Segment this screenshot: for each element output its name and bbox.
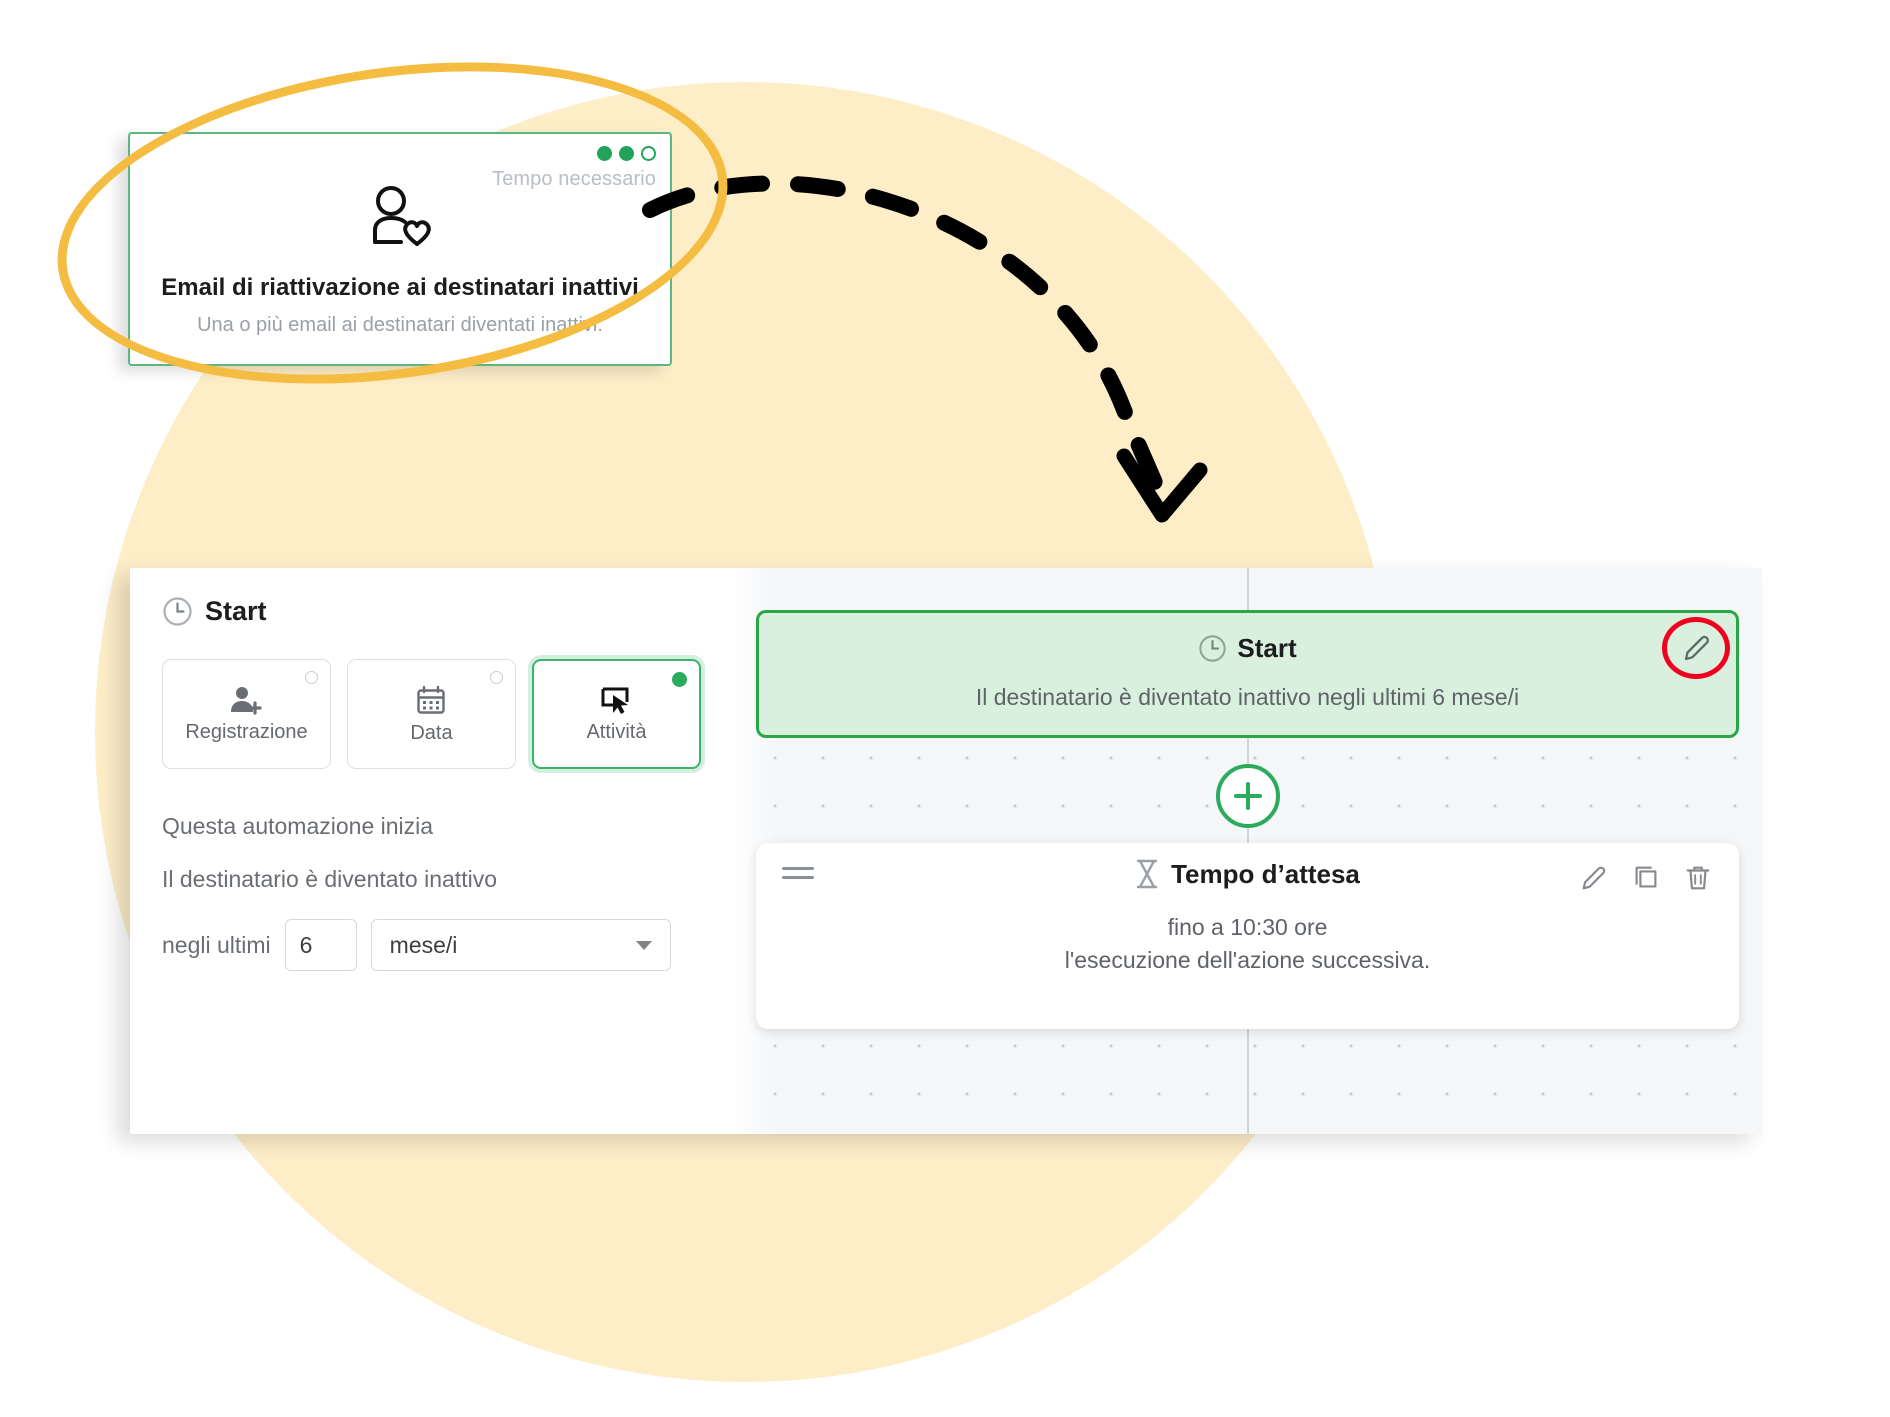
period-unit-value: mese/i [389,931,458,958]
wait-node-line1: fino a 10:30 ore [1167,914,1328,940]
progress-dot-2 [619,146,634,161]
automation-builder-window: Start Registrazione [130,568,1762,1134]
plus-icon-vertical [1245,782,1250,810]
calendar-icon [415,684,447,716]
panel-header: Start [162,596,701,627]
wait-node-header: Tempo d’attesa [756,843,1739,905]
automation-intro-line: Questa automazione inizia [162,813,434,839]
trigger-label-attivita: Attività [586,720,647,743]
template-subtitle: Una o più email ai destinatari diventati… [197,314,603,336]
add-step-button[interactable] [1215,764,1280,828]
clock-icon [162,596,193,627]
automation-template-card[interactable]: Tempo necessario Email di riattivazione … [128,132,672,366]
hourglass-icon [1135,859,1159,889]
trigger-option-data[interactable]: Data [346,659,516,769]
trigger-type-group: Registrazione [162,659,701,769]
template-progress-dots [597,146,656,161]
dashed-curved-arrow [642,175,1208,523]
start-node-description: Il destinatario è diventato inattivo neg… [975,684,1520,710]
pencil-icon[interactable] [1579,863,1609,893]
trigger-option-attivita[interactable]: Attività [531,659,701,769]
period-unit-select[interactable]: mese/i [370,919,671,971]
start-node-header: Start [759,633,1736,664]
start-config-panel: Start Registrazione [130,568,733,1134]
trigger-label-registrazione: Registrazione [185,720,308,743]
canvas-node-wait[interactable]: Tempo d’attesa [756,843,1739,1029]
user-heart-icon [130,186,670,248]
wait-node-actions [1579,863,1713,893]
start-node-title: Start [1237,633,1297,663]
automation-condition-line: Il destinatario è diventato inattivo [162,866,497,892]
template-time-label: Tempo necessario [492,168,656,190]
chevron-down-icon [635,940,652,950]
trigger-radio-registrazione[interactable] [304,671,318,684]
trigger-radio-attivita[interactable] [672,672,687,687]
trash-icon[interactable] [1683,863,1713,893]
drag-handle-icon[interactable] [782,867,814,879]
wait-node-line2: l'esecuzione dell'azione successiva. [1064,947,1431,974]
panel-title: Start [205,596,267,626]
duplicate-icon[interactable] [1631,863,1661,893]
canvas-node-start[interactable]: Start Il destinatario è diventato inatti… [756,610,1739,738]
user-add-icon [229,685,263,715]
wait-node-body: fino a 10:30 ore l'esecuzione dell'azion… [756,911,1739,978]
trigger-label-data: Data [410,721,453,744]
template-title: Email di riattivazione ai destinatari in… [161,274,639,301]
period-row: negli ultimi 6 mese/i [162,919,701,971]
period-label: negli ultimi [162,931,271,958]
wait-node-title: Tempo d’attesa [1171,858,1360,889]
trigger-option-registrazione[interactable]: Registrazione [162,659,331,769]
progress-dot-1 [597,146,612,161]
cursor-click-icon [599,685,633,715]
progress-dot-3 [641,146,656,161]
trigger-radio-data[interactable] [489,671,503,684]
automation-canvas[interactable]: Start Il destinatario è diventato inatti… [733,568,1762,1134]
clock-icon [1198,634,1227,663]
red-highlight-ring [1662,617,1730,679]
period-value-input[interactable]: 6 [284,919,357,971]
